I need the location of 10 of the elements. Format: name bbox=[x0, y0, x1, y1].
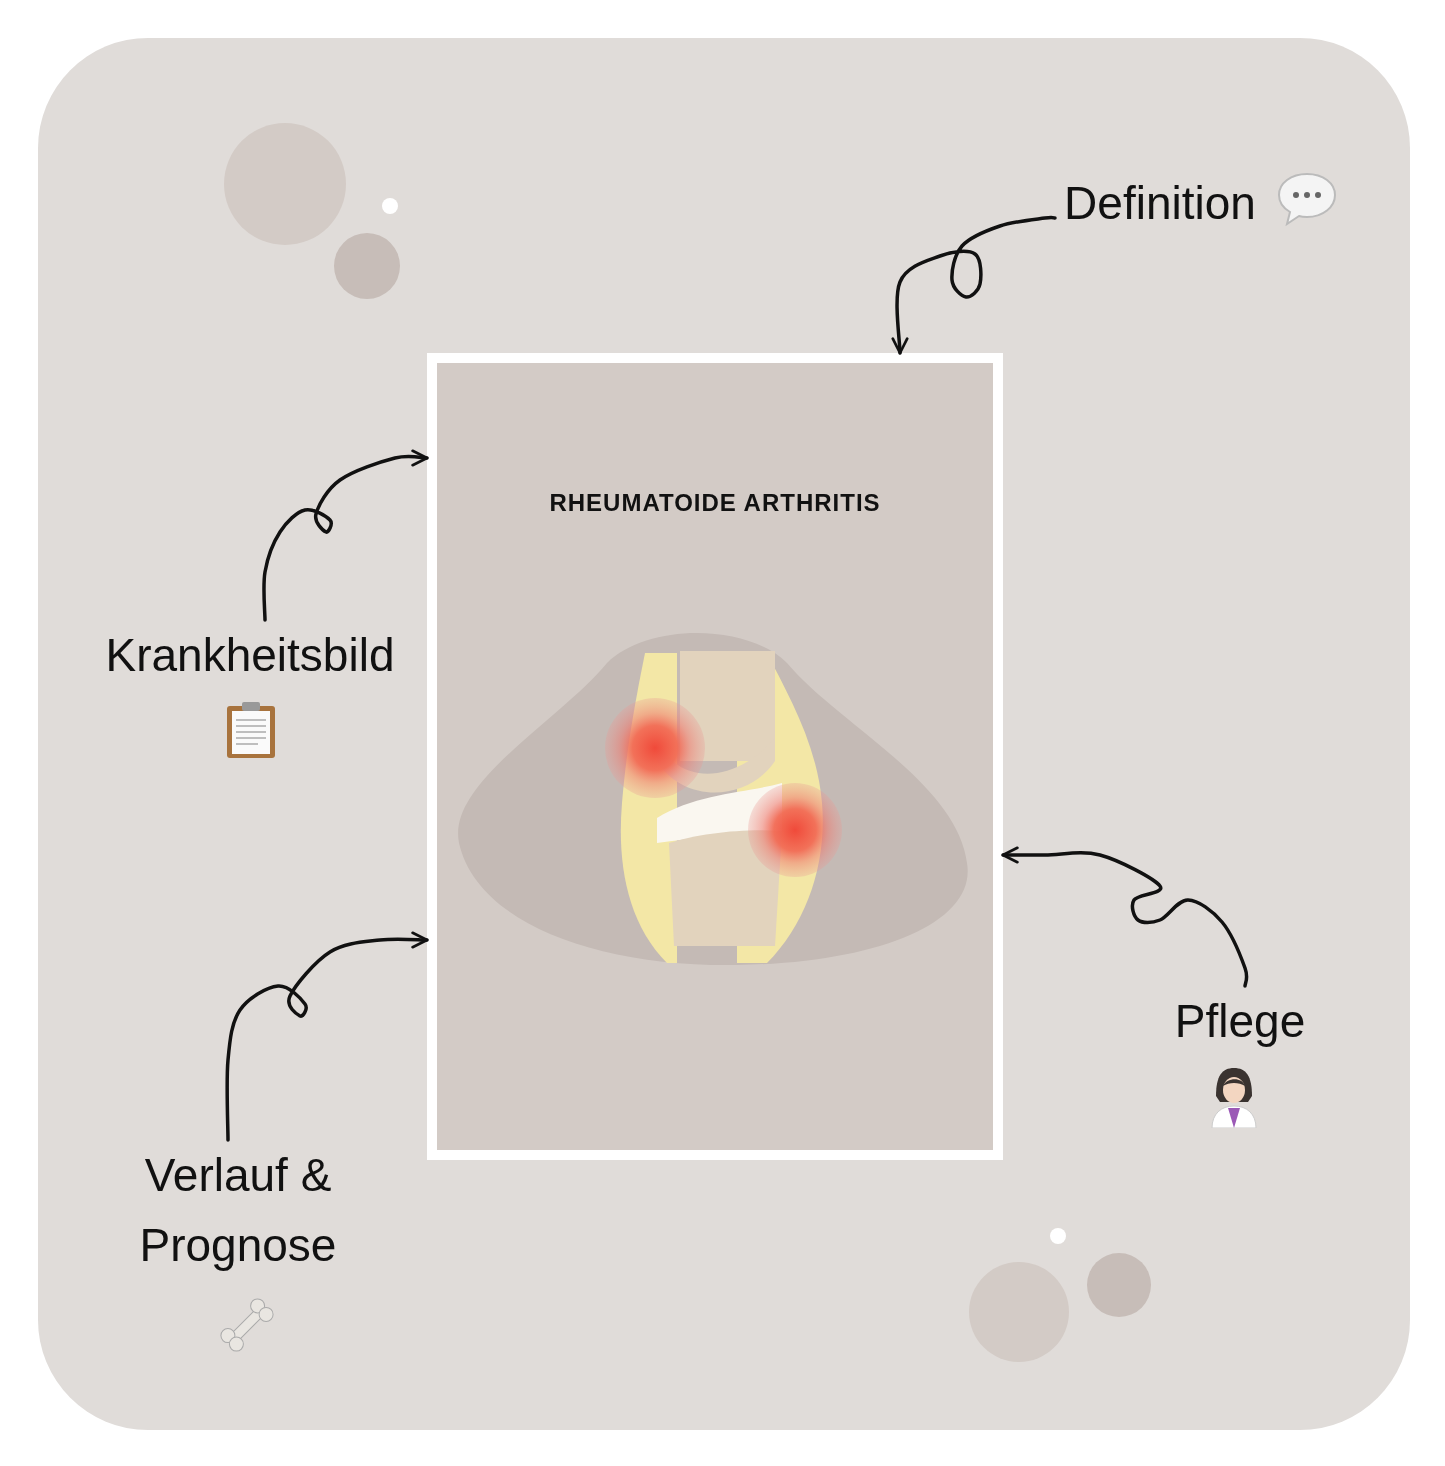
curly-arrow bbox=[1001, 846, 1249, 988]
curly-arrow bbox=[225, 931, 429, 1142]
poster-title: RHEUMATOIDE ARTHRITIS bbox=[548, 489, 882, 517]
topic-label: Verlauf & Prognose bbox=[113, 1140, 363, 1280]
poster-card bbox=[427, 353, 1003, 1160]
topic-label: Definition bbox=[1055, 168, 1265, 238]
topic-label: Krankheitsbild bbox=[95, 620, 405, 690]
topic-label: Pflege bbox=[1150, 986, 1330, 1056]
curly-arrow bbox=[890, 215, 1057, 355]
curly-arrow bbox=[262, 448, 429, 622]
